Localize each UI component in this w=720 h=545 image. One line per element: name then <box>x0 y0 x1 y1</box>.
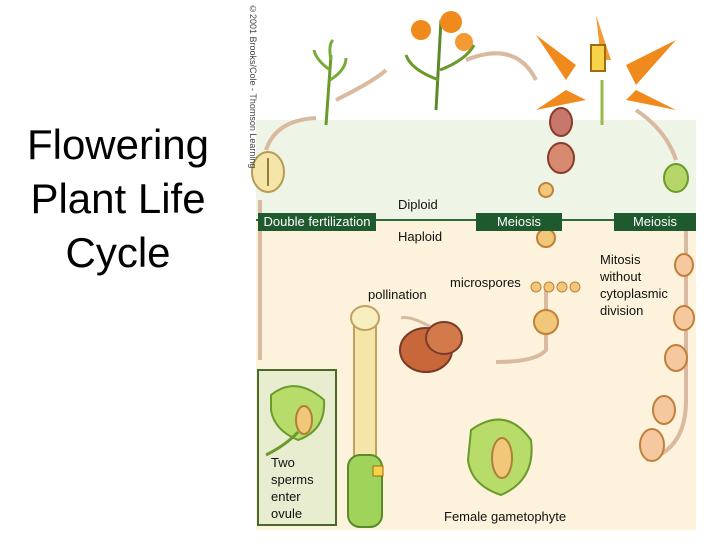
ovule <box>663 163 689 193</box>
anther-highlight <box>590 44 606 72</box>
lily-bloom <box>440 11 462 33</box>
pollen-tube <box>265 430 300 457</box>
lily-leaf <box>439 44 476 72</box>
megaspore <box>674 253 694 277</box>
microspore <box>569 281 581 293</box>
megaspore-nucleus-division <box>664 344 688 372</box>
haploid-label: Haploid <box>398 229 443 244</box>
two-sperms-line: enter <box>271 489 301 504</box>
stigma <box>350 305 380 331</box>
flower-petal <box>626 40 676 85</box>
female-gametophyte-embryo-sac <box>491 437 513 479</box>
female-gametophyte-label: Female gametophyte <box>444 509 567 524</box>
mitosis-label: Mitosis without cytoplasmic division <box>600 251 668 319</box>
cycle-arrow <box>495 290 548 364</box>
two-sperms-line: ovule <box>271 506 303 521</box>
microspore-mother-cell <box>538 182 554 198</box>
mitosis-line: without <box>600 269 642 284</box>
meiosis-tag-right: Meiosis <box>614 213 696 231</box>
slide-title: Flowering Plant Life Cycle <box>8 118 228 280</box>
microspore <box>556 281 568 293</box>
cycle-arrow <box>465 51 538 81</box>
two-sperms-line: Two <box>271 455 295 470</box>
megaspore-nucleus-division <box>652 395 676 425</box>
lily-bloom <box>455 33 473 51</box>
double-fertilization-tag: Double fertilization <box>258 213 376 231</box>
title-line: Flowering <box>26 121 210 168</box>
cycle-arrow <box>634 108 678 161</box>
life-cycle-illustration <box>236 0 720 530</box>
meiosis-tag-left: Meiosis <box>476 213 562 231</box>
anther-cross-section <box>547 142 575 174</box>
anther <box>549 107 573 137</box>
seedling-leaf <box>328 38 335 61</box>
two-sperms-label: Two sperms enter ovule <box>271 454 314 522</box>
microspores-label: microspores <box>450 275 521 290</box>
microspore <box>543 281 555 293</box>
lily-leaf <box>404 54 440 82</box>
microspore-tetrad <box>536 228 556 248</box>
microspore <box>530 281 542 293</box>
diploid-band <box>256 120 696 220</box>
flower-petal <box>536 90 586 110</box>
megaspore-nucleus-division <box>673 305 695 331</box>
seedling-leaf <box>312 49 331 72</box>
embryo-sac-inset <box>295 405 313 435</box>
flower-petal <box>536 35 576 80</box>
lily-stem <box>434 19 443 111</box>
life-cycle-figure: Diploid Haploid Double fertilization Mei… <box>236 0 720 540</box>
seedling-leaf <box>329 57 348 82</box>
diploid-label: Diploid <box>398 197 438 212</box>
ovary-highlight <box>372 465 384 477</box>
pollen-grain <box>533 309 559 335</box>
title-line: Plant Life <box>30 175 206 222</box>
cycle-arrow <box>335 68 388 102</box>
title-line: Cycle <box>65 229 171 276</box>
flower-petal <box>626 90 676 110</box>
mitosis-line: Mitosis <box>600 252 641 267</box>
embryo-sac <box>639 428 665 462</box>
cycle-arrow <box>264 116 317 151</box>
pollination-label: pollination <box>368 287 427 302</box>
copyright-notice: ©2001 Brooks/Cole - Thomson Learning <box>248 4 258 169</box>
pollen-sac <box>425 321 463 355</box>
mitosis-line: division <box>600 303 644 318</box>
seedling-stem <box>324 54 333 126</box>
two-sperms-line: sperms <box>271 472 314 487</box>
mitosis-line: cytoplasmic <box>600 286 668 301</box>
lily-bloom <box>411 20 431 40</box>
